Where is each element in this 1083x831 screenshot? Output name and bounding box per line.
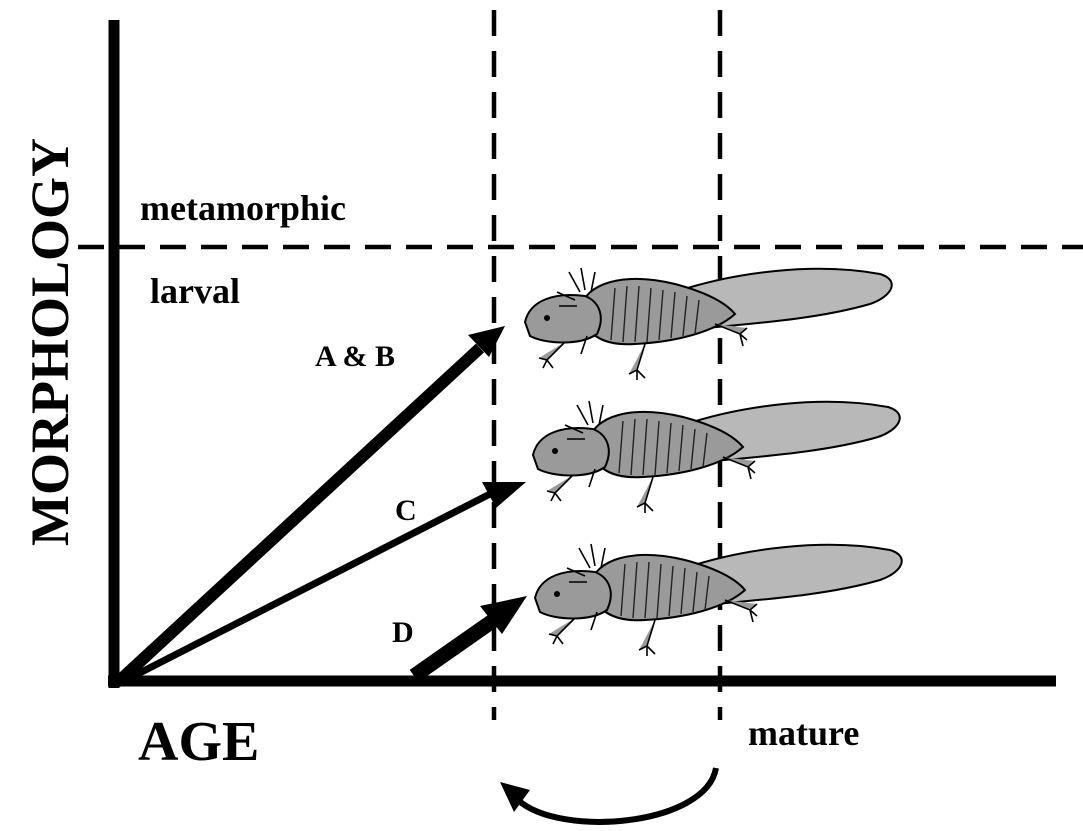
arrow-label-a-b: A & B — [315, 340, 395, 373]
arrow-c — [118, 482, 526, 684]
x-axis-label: AGE — [138, 711, 259, 773]
axolotl-illustration — [525, 268, 892, 380]
mature-label: mature — [748, 713, 859, 753]
y-axis-label: MORPHOLOGY — [20, 138, 80, 546]
arrow-d — [414, 596, 527, 676]
arrow-a-b — [118, 326, 505, 682]
arrow-label-d: D — [392, 616, 414, 649]
larval-label: larval — [150, 271, 240, 311]
arrow-label-c: C — [395, 494, 417, 527]
curved-arrow — [500, 768, 716, 822]
axolotl-illustration — [533, 401, 900, 513]
metamorphic-label: metamorphic — [140, 188, 346, 228]
